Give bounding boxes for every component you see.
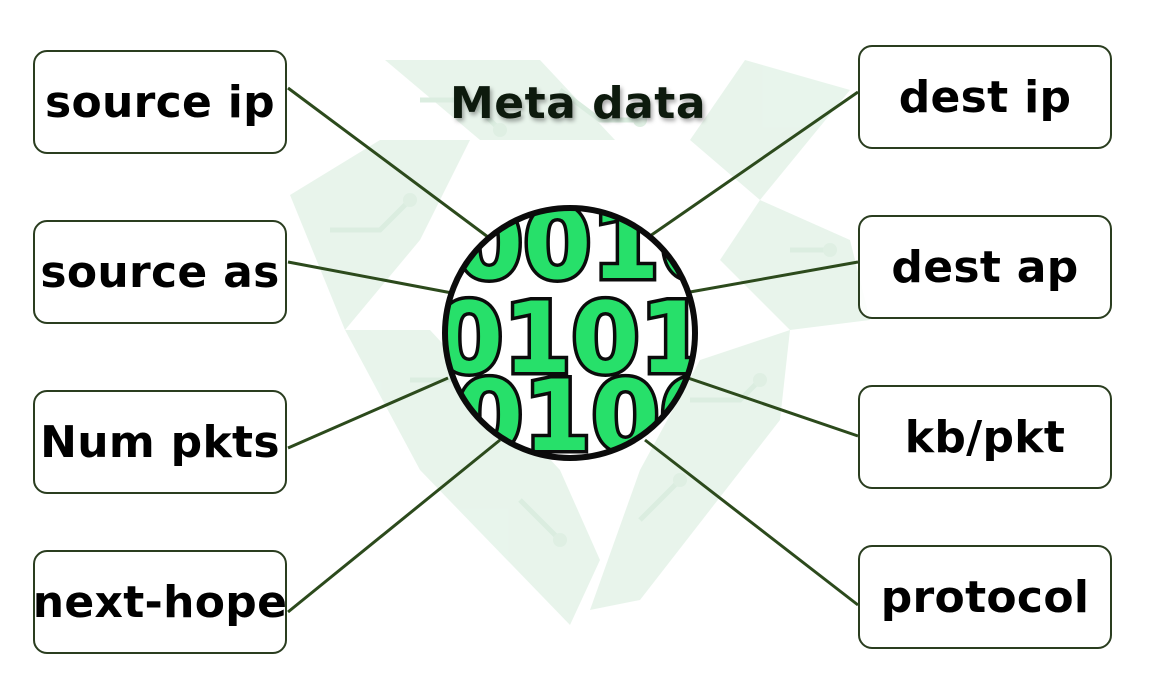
node-protocol: protocol bbox=[858, 545, 1112, 649]
binary-row: 01011 bbox=[435, 282, 776, 396]
node-source-ip: source ip bbox=[33, 50, 287, 154]
connector-source-as bbox=[287, 260, 453, 295]
node-label: next-hope bbox=[32, 576, 288, 628]
node-label: dest ap bbox=[891, 241, 1079, 293]
node-label: Num pkts bbox=[40, 416, 280, 468]
node-kb-pkt: kb/pkt bbox=[858, 385, 1112, 489]
node-label: source ip bbox=[45, 76, 275, 128]
node-dest-ap: dest ap bbox=[858, 215, 1112, 319]
node-label: kb/pkt bbox=[904, 411, 1066, 463]
node-next-hope: next-hope bbox=[33, 550, 287, 654]
node-num-pkts: Num pkts bbox=[33, 390, 287, 494]
connector-dest-ip bbox=[649, 90, 859, 238]
connector-protocol bbox=[644, 438, 859, 607]
node-label: protocol bbox=[880, 571, 1090, 623]
connector-source-ip bbox=[287, 86, 493, 242]
node-dest-ip: dest ip bbox=[858, 45, 1112, 149]
node-source-as: source as bbox=[33, 220, 287, 324]
diagram-title: Meta data bbox=[449, 78, 707, 129]
node-label: dest ip bbox=[898, 71, 1072, 123]
connector-dest-ap bbox=[689, 260, 859, 294]
connector-next-hope bbox=[287, 438, 501, 614]
node-label: source as bbox=[40, 246, 280, 298]
connector-kb-pkt bbox=[687, 376, 859, 438]
connector-num-pkts bbox=[287, 376, 449, 450]
